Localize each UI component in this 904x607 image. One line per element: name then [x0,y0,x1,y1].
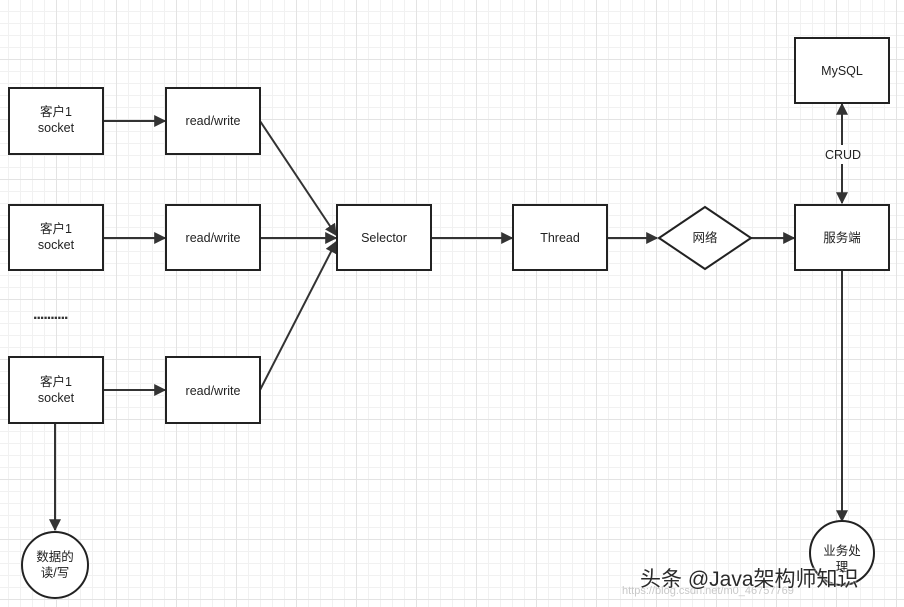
read-write-1: read/write [165,87,261,155]
business-processing-node: 业务处 理 [809,520,875,586]
edge-rw1-selector [259,120,337,236]
mysql-node: MySQL [794,37,890,104]
client-socket-1: 客户1 socket [8,87,104,155]
watermark-author: 头条 @Java架构师知识 [640,568,859,591]
selector-node: Selector [336,204,432,271]
read-write-1-label: read/write [186,114,241,128]
edges [49,102,848,532]
data-read-write-line1: 数据的 [36,549,74,564]
read-write-3: read/write [165,356,261,424]
crud-label: CRUD [825,148,861,162]
edge-rw3-selector [259,240,337,391]
selector-label: Selector [361,231,407,245]
read-write-2: read/write [165,204,261,271]
thread-node: Thread [512,204,608,271]
data-read-write-node: 数据的 读/写 [21,531,89,599]
client-socket-2-sub: socket [38,238,75,252]
read-write-2-label: read/write [186,231,241,245]
server-node: 服务端 [794,204,890,271]
client-socket-3-label: 客户1 [40,374,72,389]
network-node: 网络 [657,205,753,271]
thread-label: Thread [540,231,580,245]
read-write-3-label: read/write [186,384,241,398]
network-label: 网络 [692,230,718,245]
client-socket-1-label: 客户1 [40,104,72,119]
ellipsis: .......... [33,306,68,323]
business-processing-line1: 业务处 [823,543,861,558]
server-label: 服务端 [823,230,861,245]
client-socket-2-label: 客户1 [40,221,72,236]
client-socket-3-sub: socket [38,391,75,405]
data-read-write-line2: 读/写 [41,566,69,580]
watermark-url: https://blog.csdn.net/m0_46757769 [622,585,794,597]
business-processing-line2: 理 [836,560,849,574]
client-socket-1-sub: socket [38,121,75,135]
client-socket-3: 客户1 socket [8,356,104,424]
mysql-label: MySQL [821,64,863,78]
client-socket-2: 客户1 socket [8,204,104,271]
